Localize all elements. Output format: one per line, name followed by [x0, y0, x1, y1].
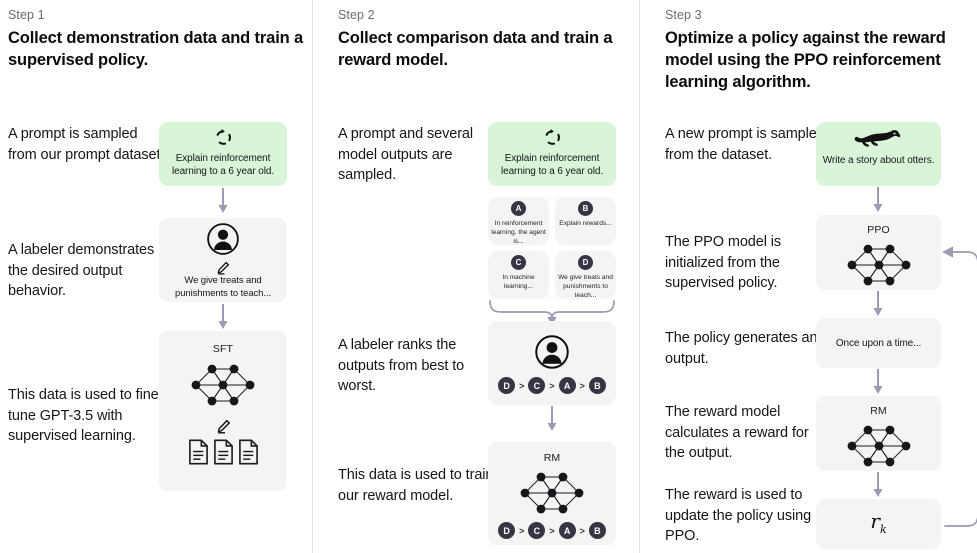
step-3-reward-box: rk: [816, 499, 941, 549]
feedback-loop-arrow: [937, 240, 977, 530]
badge-d: D: [578, 254, 593, 270]
rank-badge-3: A: [558, 522, 576, 539]
step-3-caption-3: The policy generates an output.: [665, 330, 818, 367]
neural-net-icon: [488, 464, 616, 522]
badge-c: C: [511, 254, 526, 270]
step-1-column: Step 1 Collect demonstration data and tr…: [0, 0, 312, 553]
neural-net-icon: [816, 417, 941, 475]
step-1-title: Collect demonstration data and train a s…: [8, 29, 304, 69]
step-2-ranking-box: D > C > A > B: [488, 321, 616, 405]
step-2-output-b-text: Explain rewards...: [559, 220, 612, 227]
arrow-ppo-to-generation: [872, 291, 884, 317]
step-2-caption-3: This data is used to train our reward mo…: [338, 467, 494, 504]
arrow-ranking-to-rm: [546, 406, 558, 432]
step-2-output-a: A In reinforcement learning, the agent i…: [488, 197, 549, 245]
step-1-labeler-box: We give treats and punishments to teach.…: [159, 218, 287, 302]
step-1-caption-1: A prompt is sampled from our prompt data…: [8, 126, 165, 163]
step-2-prompt-text: Explain reinforcement learning to a 6 ye…: [500, 153, 603, 178]
ppo-label: PPO: [867, 224, 890, 236]
arrow-generation-to-rm: [872, 369, 884, 395]
reward-formula: rk: [816, 499, 941, 536]
step-3-caption-5: The reward is used to update the policy …: [665, 487, 812, 545]
step-2-output-c: C In machine learning...: [488, 251, 549, 299]
step-3-rm-box: RM: [816, 396, 941, 471]
person-icon: [488, 321, 616, 377]
rm-label: RM: [870, 405, 887, 417]
otter-icon: [816, 122, 941, 154]
step-3-generation-text: Once upon a time...: [835, 338, 922, 349]
cycle-icon: [488, 122, 616, 152]
arrow-rm-to-reward: [872, 472, 884, 498]
reward-symbol: r: [870, 509, 880, 533]
reward-subscript: k: [879, 523, 887, 536]
gt-sign: >: [579, 525, 585, 536]
step-3-title: Optimize a policy against the reward mod…: [665, 29, 946, 91]
rank-badge-3: A: [558, 377, 576, 394]
step-1-prompt-text: Explain reinforcement learning to a 6 ye…: [171, 153, 274, 178]
step-3-caption-4: The reward model calculates a reward for…: [665, 404, 809, 462]
step-2-output-d-text: We give treats and punishments to teach.…: [558, 274, 613, 300]
step-1-sft-box: SFT: [159, 331, 287, 491]
documents-icon: [159, 437, 287, 467]
arrow-prompt-to-ppo: [872, 187, 884, 213]
step-1-caption-3: This data is used to fine-tune GPT-3.5 w…: [8, 387, 164, 445]
cycle-icon: [159, 122, 287, 152]
step-2-title: Collect comparison data and train a rewa…: [338, 29, 613, 69]
gt-sign: >: [549, 525, 555, 536]
step-2-output-d: D We give treats and punishments to teac…: [555, 251, 616, 299]
step-2-caption-2: A labeler ranks the outputs from best to…: [338, 337, 465, 395]
step-3-generation-box: Once upon a time...: [816, 318, 941, 368]
rank-badge-4: B: [588, 377, 606, 394]
step-2-prompt-box: Explain reinforcement learning to a 6 ye…: [488, 122, 616, 186]
neural-net-icon: [159, 355, 287, 415]
ranking-row: D > C > A > B: [488, 522, 616, 539]
badge-a: A: [511, 200, 526, 216]
step-2-rm-box: RM D: [488, 442, 616, 545]
rank-badge-1: D: [498, 522, 516, 539]
step-2-caption-1: A prompt and several model outputs are s…: [338, 126, 474, 184]
step-3-prompt-text: Write a story about otters.: [822, 155, 935, 166]
step-1-caption-2: A labeler demonstrates the desired outpu…: [8, 242, 155, 300]
step-2-output-c-text: In machine learning...: [502, 274, 535, 291]
step-3-label: Step 3: [665, 8, 702, 22]
neural-net-icon: [816, 236, 941, 294]
column-divider-1: [312, 0, 313, 553]
step-1-label: Step 1: [8, 8, 45, 22]
step-2-output-b: B Explain rewards...: [555, 197, 616, 245]
step-2-column: Step 2 Collect comparison data and train…: [330, 0, 639, 553]
arrow-labeler-to-sft: [217, 304, 229, 330]
gt-sign: >: [549, 380, 555, 391]
gt-sign: >: [579, 380, 585, 391]
rank-badge-1: D: [498, 377, 516, 394]
step-1-prompt-box: Explain reinforcement learning to a 6 ye…: [159, 122, 287, 186]
gt-sign: >: [519, 380, 525, 391]
person-icon: [159, 218, 287, 260]
arrow-prompt-to-labeler: [217, 188, 229, 214]
step-3-ppo-box: PPO: [816, 215, 941, 290]
rank-badge-4: B: [588, 522, 606, 539]
pencil-icon: [159, 415, 287, 437]
rm-label: RM: [543, 452, 561, 464]
rank-badge-2: C: [528, 377, 546, 394]
pencil-icon: [159, 260, 287, 275]
step-3-caption-2: The PPO model is initialized from the su…: [665, 234, 782, 292]
step-2-label: Step 2: [338, 8, 375, 22]
step-3-prompt-box: Write a story about otters.: [816, 122, 941, 186]
step-3-caption-1: A new prompt is sampled from the dataset…: [665, 126, 825, 163]
rank-badge-2: C: [528, 522, 546, 539]
badge-b: B: [578, 200, 593, 216]
gt-sign: >: [519, 525, 525, 536]
ranking-row: D > C > A > B: [488, 377, 616, 394]
step-1-labeler-text: We give treats and punishments to teach.…: [175, 275, 271, 299]
column-divider-2: [639, 0, 640, 553]
step-3-column: Step 3 Optimize a policy against the rew…: [657, 0, 977, 553]
sft-label: SFT: [212, 343, 234, 355]
step-2-output-a-text: In reinforcement learning, the agent is.…: [491, 220, 546, 246]
